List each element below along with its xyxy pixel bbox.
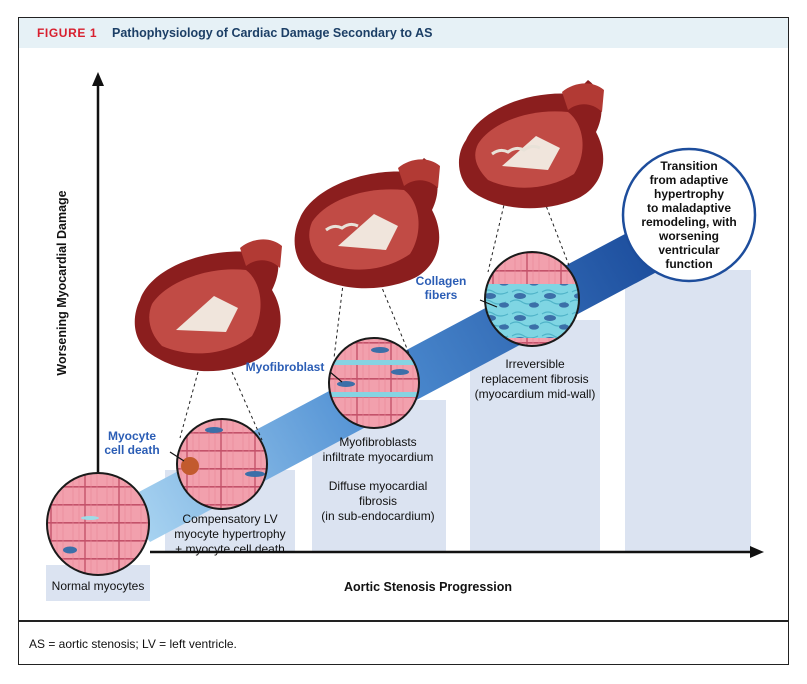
- collagen-pointer: [479, 299, 498, 308]
- stage-compensatory-label: myocyte hypertrophy: [174, 527, 285, 541]
- myofibroblast-pointer: [329, 371, 343, 383]
- stage-myofibroblasts-label: Myofibroblasts: [339, 435, 416, 449]
- stage-normal-label: Normal myocytes: [52, 579, 145, 593]
- x-axis-label: Aortic Stenosis Progression: [344, 580, 512, 594]
- cell-death-label: Myocyte: [108, 429, 156, 443]
- cell-death-label: cell death: [104, 443, 159, 457]
- tissue-circle-normal: [46, 472, 150, 576]
- caption-divider: [19, 620, 788, 622]
- stage-compensatory-label: + myocyte cell death: [175, 542, 285, 556]
- transition-bubble: [621, 147, 757, 283]
- collagen-label: Collagen: [416, 274, 467, 288]
- stage-diffuse-label: fibrosis: [359, 494, 397, 508]
- stage-replacement-label: Irreversible: [505, 357, 565, 371]
- stage-replacement-label: (myocardium mid-wall): [475, 387, 596, 401]
- connector-line: [231, 371, 263, 441]
- panel-transition: [625, 270, 751, 552]
- transition-line: ventricular: [658, 243, 720, 257]
- figure-frame: FIGURE 1 Pathophysiology of Cardiac Dama…: [18, 17, 789, 665]
- stage-diffuse-label: (in sub-endocardium): [321, 509, 434, 523]
- x-axis-arrowhead: [750, 546, 764, 558]
- tissue-circle-myofibroblast: [328, 337, 420, 429]
- y-axis-label: Worsening Myocardial Damage: [55, 190, 69, 375]
- callout-pointers: [169, 299, 498, 462]
- figure-title-bar: FIGURE 1 Pathophysiology of Cardiac Dama…: [19, 18, 788, 48]
- heart-illustration-stage3: [458, 80, 604, 209]
- transition-line: Transition: [660, 159, 717, 173]
- cell-death-pointer: [169, 451, 185, 462]
- connector-line: [377, 277, 411, 357]
- transition-line: from adaptive: [650, 173, 729, 187]
- y-axis-arrowhead: [92, 72, 104, 86]
- transition-line: worsening: [658, 229, 719, 243]
- collagen-label: fibers: [425, 288, 458, 302]
- heart-illustration-stage1: [134, 239, 282, 372]
- transition-text: Transition from adaptive hypertrophy to …: [641, 159, 736, 271]
- connector-line: [333, 275, 345, 359]
- stage-replacement-label: replacement fibrosis: [481, 372, 588, 386]
- tissue-circle-hypertrophy: [176, 418, 268, 510]
- figure-label: FIGURE 1: [37, 26, 98, 40]
- transition-line: hypertrophy: [654, 187, 724, 201]
- stage-compensatory-label: Compensatory LV: [182, 512, 277, 526]
- tissue-circle-collagen: [484, 251, 580, 347]
- figure-footnote: AS = aortic stenosis; LV = left ventricl…: [29, 637, 237, 651]
- transition-line: function: [665, 257, 712, 271]
- myofibroblast-label: Myofibroblast: [246, 360, 325, 374]
- heart-illustration-stage2: [294, 158, 440, 289]
- figure-title: Pathophysiology of Cardiac Damage Second…: [112, 26, 433, 40]
- callout-labels: Myocyte cell death Myofibroblast Collage…: [104, 274, 466, 457]
- transition-line: remodeling, with: [641, 215, 736, 229]
- stage-myofibroblasts-label: infiltrate myocardium: [323, 450, 434, 464]
- stage-diffuse-label: Diffuse myocardial: [329, 479, 427, 493]
- transition-line: to maladaptive: [647, 201, 731, 215]
- stage-labels: Normal myocytes Compensatory LV myocyte …: [52, 357, 596, 593]
